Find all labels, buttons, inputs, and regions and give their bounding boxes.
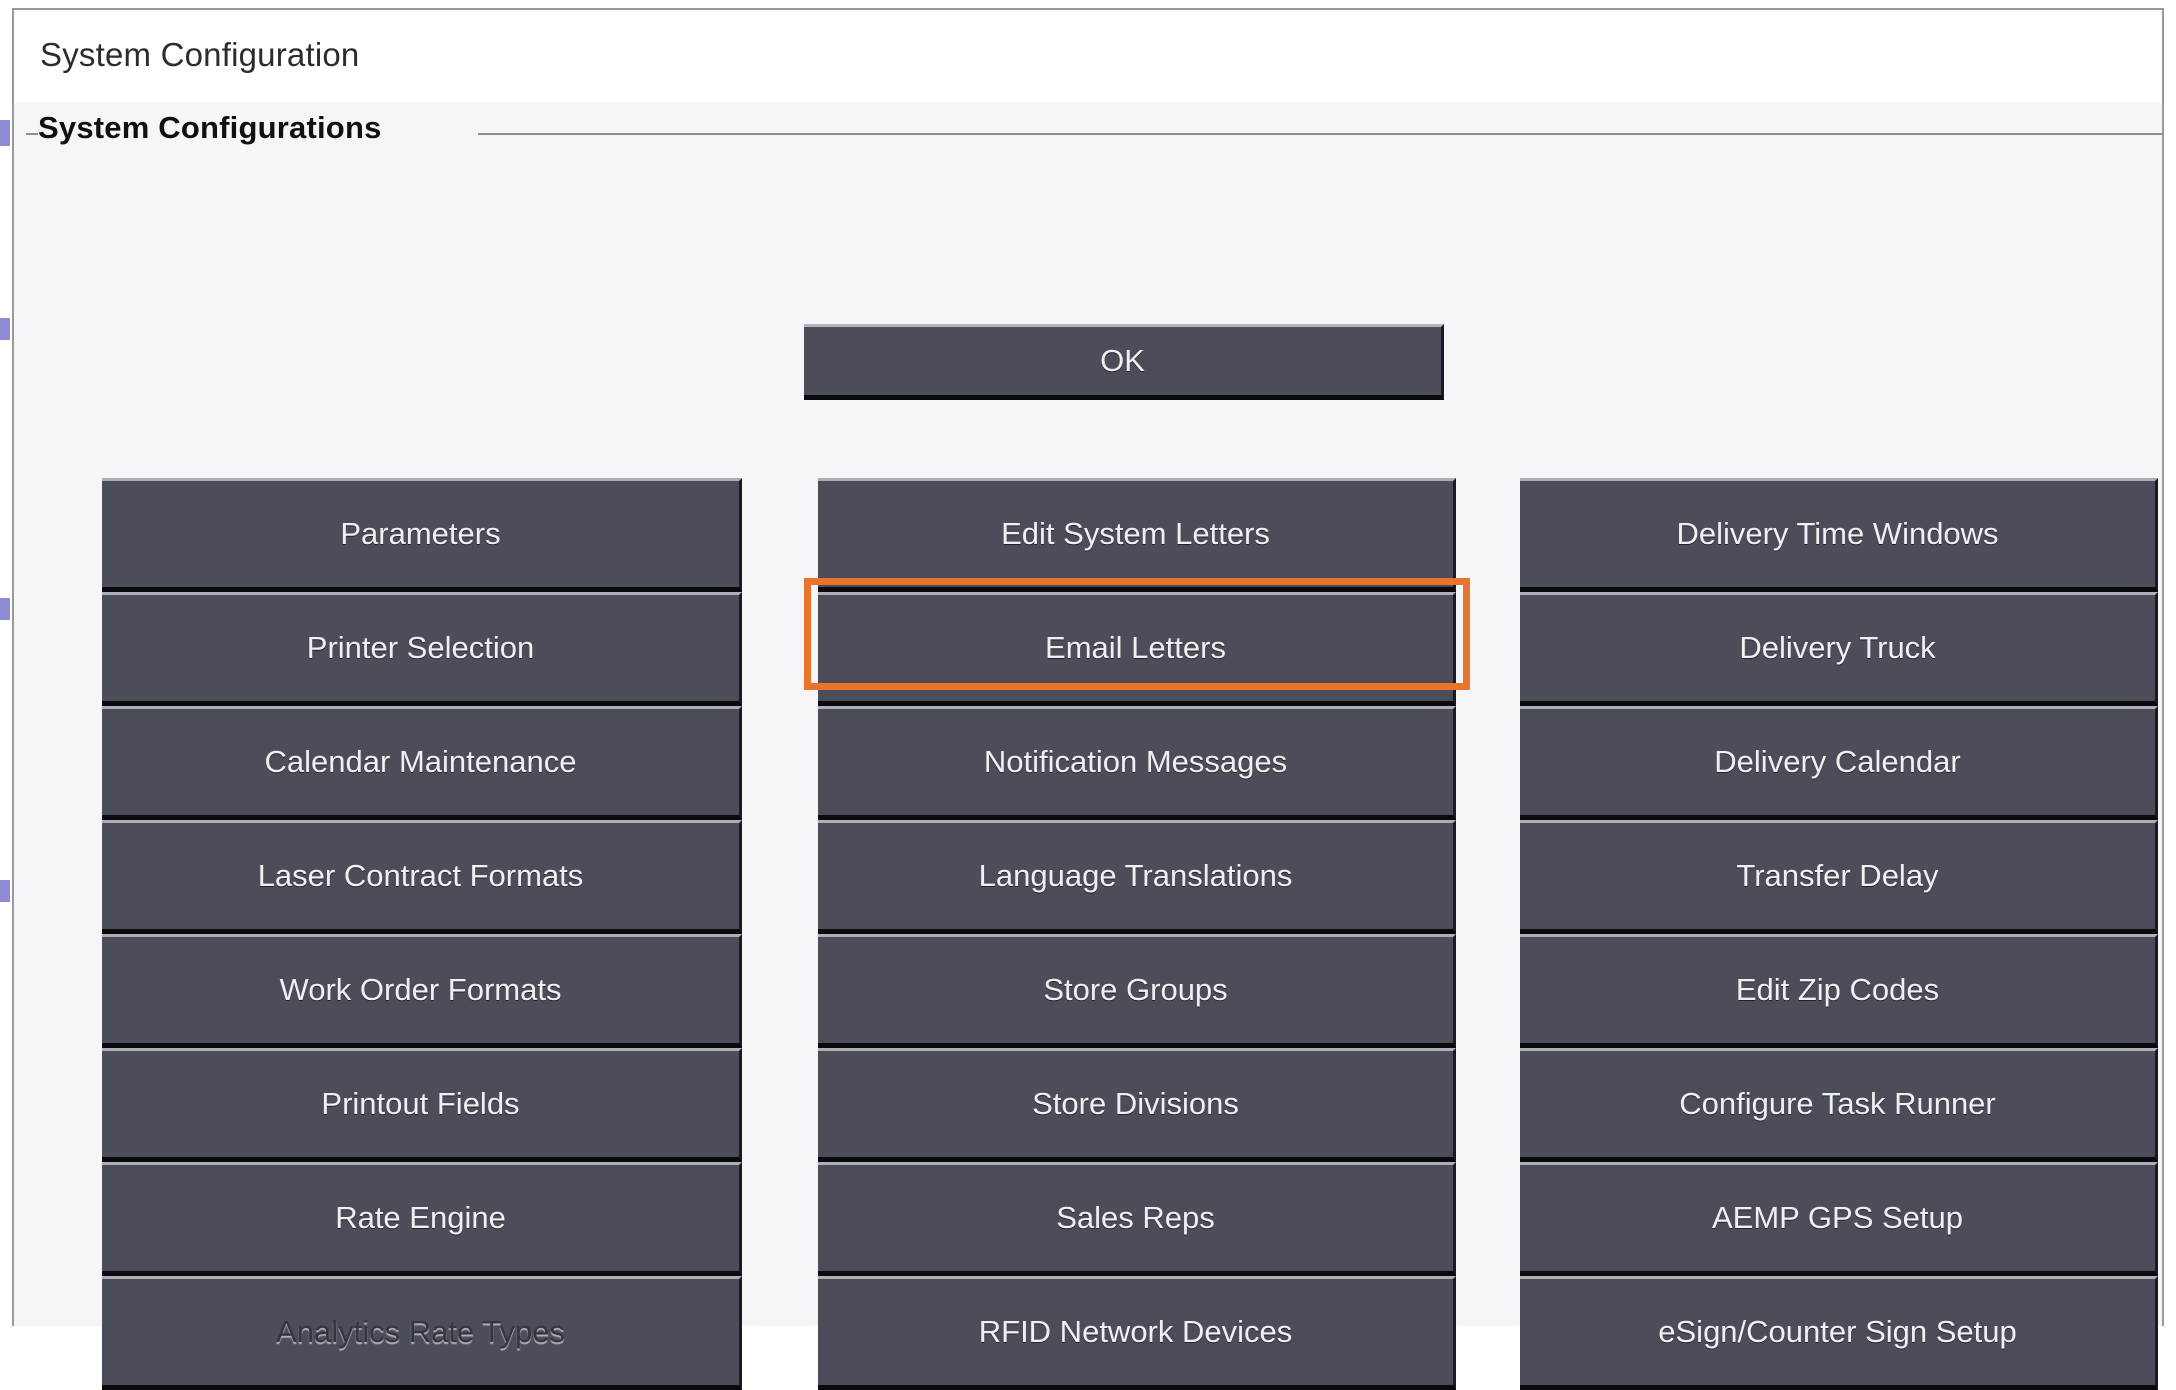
config-button-rate-engine[interactable]: Rate Engine	[102, 1162, 742, 1276]
config-button-printout-fields[interactable]: Printout Fields	[102, 1048, 742, 1162]
config-button-sales-reps[interactable]: Sales Reps	[818, 1162, 1456, 1276]
config-button-edit-zip-codes[interactable]: Edit Zip Codes	[1520, 934, 2158, 1048]
config-button-delivery-calendar[interactable]: Delivery Calendar	[1520, 706, 2158, 820]
ok-button[interactable]: OK	[804, 324, 1444, 400]
config-button-notification-messages[interactable]: Notification Messages	[818, 706, 1456, 820]
config-button-delivery-truck[interactable]: Delivery Truck	[1520, 592, 2158, 706]
config-button-laser-contract-formats[interactable]: Laser Contract Formats	[102, 820, 742, 934]
dialog-title: System Configuration	[40, 36, 360, 73]
config-button-aemp-gps-setup[interactable]: AEMP GPS Setup	[1520, 1162, 2158, 1276]
desktop-background-gutter	[0, 0, 12, 1329]
group-box-border-right	[478, 133, 2162, 135]
dialog-title-bar: System Configuration	[14, 10, 2162, 102]
config-button-delivery-time-windows[interactable]: Delivery Time Windows	[1520, 478, 2158, 592]
config-button-calendar-maintenance[interactable]: Calendar Maintenance	[102, 706, 742, 820]
background-window-edge-mark	[0, 880, 10, 902]
background-window-edge-mark	[0, 120, 10, 146]
config-button-edit-system-letters[interactable]: Edit System Letters	[818, 478, 1456, 592]
group-box-border-left	[26, 133, 38, 135]
config-button-printer-selection[interactable]: Printer Selection	[102, 592, 742, 706]
background-window-edge-mark	[0, 318, 10, 340]
config-button-store-groups[interactable]: Store Groups	[818, 934, 1456, 1048]
config-button-language-translations[interactable]: Language Translations	[818, 820, 1456, 934]
config-button-esign-counter-sign-setup[interactable]: eSign/Counter Sign Setup	[1520, 1276, 2158, 1390]
config-button-store-divisions[interactable]: Store Divisions	[818, 1048, 1456, 1162]
config-button-transfer-delay[interactable]: Transfer Delay	[1520, 820, 2158, 934]
config-button-work-order-formats[interactable]: Work Order Formats	[102, 934, 742, 1048]
config-button-analytics-rate-types: Analytics Rate Types	[102, 1276, 742, 1390]
config-button-parameters[interactable]: Parameters	[102, 478, 742, 592]
group-box-title: System Configurations	[38, 110, 388, 146]
background-window-edge-mark	[0, 598, 10, 620]
config-button-email-letters[interactable]: Email Letters	[818, 592, 1456, 706]
config-button-configure-task-runner[interactable]: Configure Task Runner	[1520, 1048, 2158, 1162]
system-configuration-dialog: System Configuration System Configuratio…	[12, 8, 2164, 1390]
config-button-rfid-network-devices[interactable]: RFID Network Devices	[818, 1276, 1456, 1390]
